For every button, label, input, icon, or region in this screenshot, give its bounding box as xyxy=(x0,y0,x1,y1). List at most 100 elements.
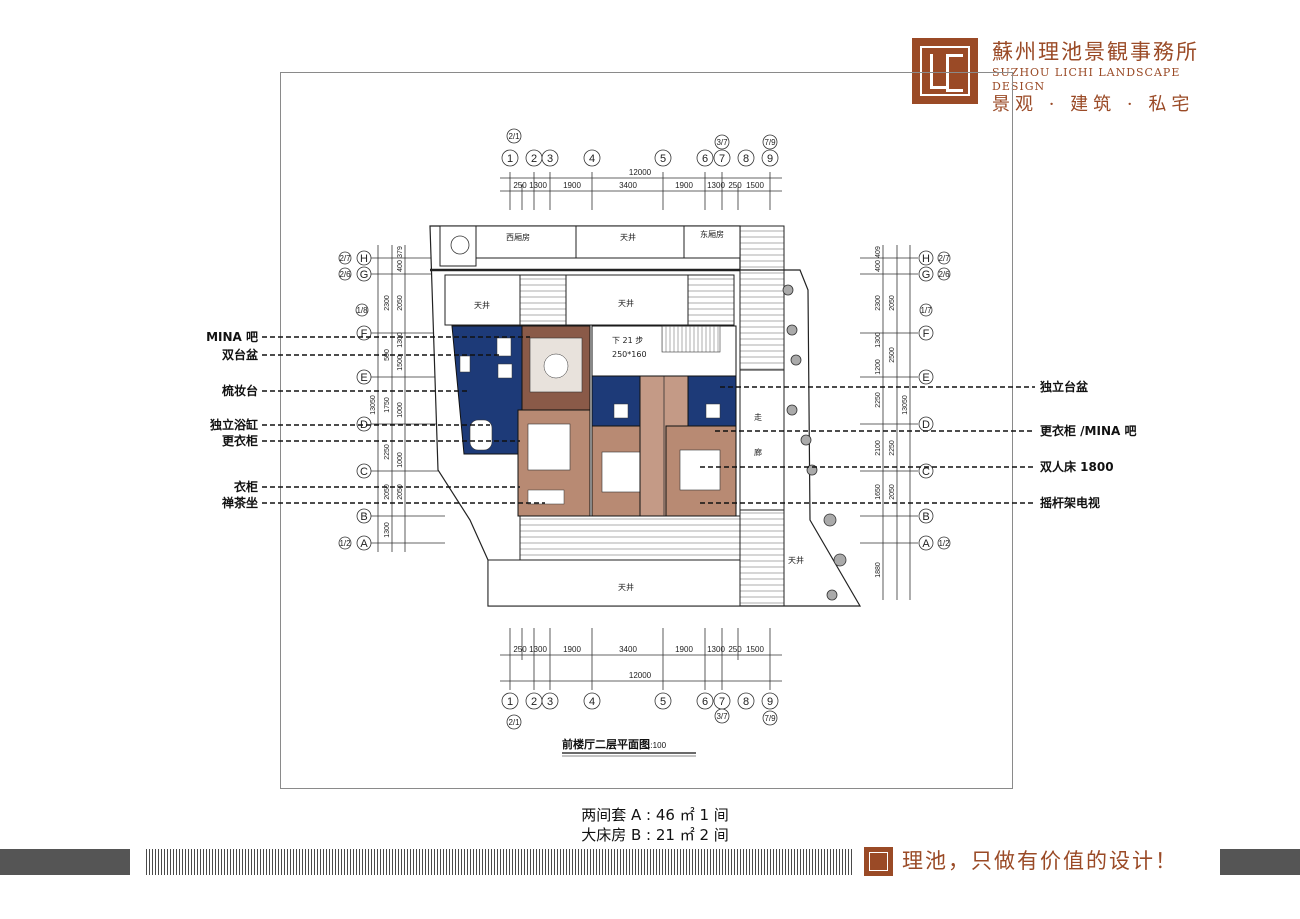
dim-right-8: 2250 xyxy=(875,392,882,408)
left-axis-bubbles xyxy=(338,250,372,551)
drawing-title: 前楼厅二层平面图 xyxy=(562,737,650,751)
callout-labels-left: MINA 吧 双台盆 梳妆台 独立浴缸 更衣柜 衣柜 禅茶坐 xyxy=(206,330,259,510)
axis-top-2: 2 xyxy=(531,153,537,165)
axis-bottom-5: 5 xyxy=(660,696,666,708)
label-dresser: 梳妆台 xyxy=(222,383,258,398)
room-east-wing: 东厢房 xyxy=(700,229,724,239)
axis-bottom-1: 1 xyxy=(507,696,513,708)
left-dims: 379 400 2300 2050 1300 500 1500 1750 100… xyxy=(370,246,404,538)
dim-left-12: 2050 xyxy=(384,484,391,500)
axis-top-8: 8 xyxy=(743,153,749,165)
axis-left-h: H xyxy=(360,253,368,265)
axis-left-sub-3: 1/8 xyxy=(356,306,368,315)
callout-leaders xyxy=(262,336,1035,504)
room-courtyard-right: 天井 xyxy=(788,555,804,565)
dim-left-13: 2050 xyxy=(397,484,404,500)
axis-right-e: E xyxy=(922,372,929,384)
top-axis-labels: 1 2 3 4 5 6 7 8 9 2/1 3/7 7/9 xyxy=(507,132,776,165)
dim-right-10: 2250 xyxy=(889,440,896,456)
dim-left-5: 1300 xyxy=(397,332,404,348)
room-west-wing: 西厢房 xyxy=(506,232,530,242)
suite-a-lounge xyxy=(521,325,591,411)
area-caption: 两间套 A : 46 ㎡ 1 间 大床房 B : 21 ㎡ 2 间 xyxy=(540,805,770,845)
left-dimension-chain xyxy=(370,245,445,552)
axis-bottom-6: 6 xyxy=(702,696,708,708)
room-courtyard-bottom: 天井 xyxy=(618,582,634,592)
axis-bottom-3: 3 xyxy=(547,696,553,708)
label-locker: 更衣柜 xyxy=(222,433,258,448)
axis-top-9: 9 xyxy=(767,153,773,165)
axis-bottom-2: 2 xyxy=(531,696,537,708)
axis-bottom-8: 8 xyxy=(743,696,749,708)
room-corridor: 走 xyxy=(754,413,762,422)
dim-right-total: 13050 xyxy=(902,395,909,415)
label-double-basin: 双台盆 xyxy=(222,347,259,362)
axis-left-sub-2: 2/6 xyxy=(339,270,351,279)
dim-right-3: 2300 xyxy=(875,295,882,311)
axis-right-c: C xyxy=(922,466,930,478)
axis-right-sub-2: 2/6 xyxy=(938,270,950,279)
total-dim-bottom: 12000 xyxy=(629,671,652,680)
dim-bottom-3: 1900 xyxy=(563,645,581,654)
dim-right-7: 1200 xyxy=(875,359,882,375)
callout-labels-right: 独立台盆 更衣柜 /MINA 吧 双人床 1800 摇杆架电视 xyxy=(1039,379,1136,510)
right-dimension-chain xyxy=(860,245,918,600)
axis-left-sub-1: 2/7 xyxy=(339,254,351,263)
dim-bottom-6: 1300 xyxy=(707,645,725,654)
axis-top-6: 6 xyxy=(702,153,708,165)
dim-right-12: 2050 xyxy=(889,484,896,500)
dim-top-8: 1500 xyxy=(746,181,764,190)
dim-top-3: 1900 xyxy=(563,181,581,190)
label-mina-bar: MINA 吧 xyxy=(206,330,258,344)
bottom-dims: 250 1300 1900 3400 1900 1300 250 1500 xyxy=(513,645,764,654)
dim-top-6: 1300 xyxy=(707,181,725,190)
dim-left-14: 1300 xyxy=(384,522,391,538)
dim-right-9: 2100 xyxy=(875,440,882,456)
right-dims: 409 400 2300 2050 1300 2500 1200 2250 13… xyxy=(875,246,909,578)
axis-top-3: 3 xyxy=(547,153,553,165)
dim-left-6: 500 xyxy=(384,349,391,361)
axis-left-c: C xyxy=(360,466,368,478)
axis-right-b: B xyxy=(922,511,929,523)
label-double-bed: 双人床 1800 xyxy=(1040,459,1114,474)
dim-top-4: 3400 xyxy=(619,181,637,190)
axis-left-sub-4: 1/2 xyxy=(339,539,351,548)
dim-right-13: 1880 xyxy=(875,562,882,578)
axis-right-a: A xyxy=(922,538,930,550)
dim-right-4: 2050 xyxy=(889,295,896,311)
right-axis-labels: H G F E D C B A 2/7 2/6 1/7 1/2 xyxy=(920,253,950,550)
label-locker-mina: 更衣柜 /MINA 吧 xyxy=(1040,423,1136,438)
footer-stripes xyxy=(146,849,852,875)
axis-right-g: G xyxy=(922,269,931,281)
studio-name-block: 蘇州理池景観事務所 SUZHOU LICHI LANDSCAPE DESIGN … xyxy=(992,40,1232,116)
room-courtyard-mid: 天井 xyxy=(618,298,634,308)
suite-a-bedroom xyxy=(517,409,591,517)
room-b2 xyxy=(665,375,737,517)
dim-left-11: 1000 xyxy=(397,452,404,468)
room-courtyard-top: 天井 xyxy=(620,232,636,242)
footer-bar-right xyxy=(1220,849,1300,875)
suite-a-bathroom xyxy=(451,325,523,455)
dim-bottom-1: 250 xyxy=(513,645,527,654)
label-bathtub: 独立浴缸 xyxy=(209,417,258,432)
studio-name-en: SUZHOU LICHI LANDSCAPE DESIGN xyxy=(992,66,1181,93)
axis-top-4: 4 xyxy=(589,153,595,165)
dim-right-5: 1300 xyxy=(875,332,882,348)
dim-left-9: 1750 xyxy=(384,397,391,413)
right-axis-bubbles xyxy=(918,250,951,551)
axis-left-d: D xyxy=(360,419,368,431)
dim-right-11: 1650 xyxy=(875,484,882,500)
axis-right-f: F xyxy=(923,328,930,340)
dim-right-2: 400 xyxy=(875,260,882,272)
studio-name-cn: 蘇州理池景観事務所 xyxy=(992,40,1199,64)
axis-bottom-9: 9 xyxy=(767,696,773,708)
label-wardrobe: 衣柜 xyxy=(234,479,258,494)
dim-left-total: 13050 xyxy=(370,395,377,415)
footer-logo-icon xyxy=(864,847,893,876)
axis-sub-top-2: 3/7 xyxy=(716,138,728,147)
axis-sub-bottom-2: 3/7 xyxy=(716,712,728,721)
axis-right-d: D xyxy=(922,419,930,431)
axis-left-b: B xyxy=(360,511,367,523)
plant-icons xyxy=(450,235,847,601)
axis-right-sub-4: 1/2 xyxy=(938,539,950,548)
